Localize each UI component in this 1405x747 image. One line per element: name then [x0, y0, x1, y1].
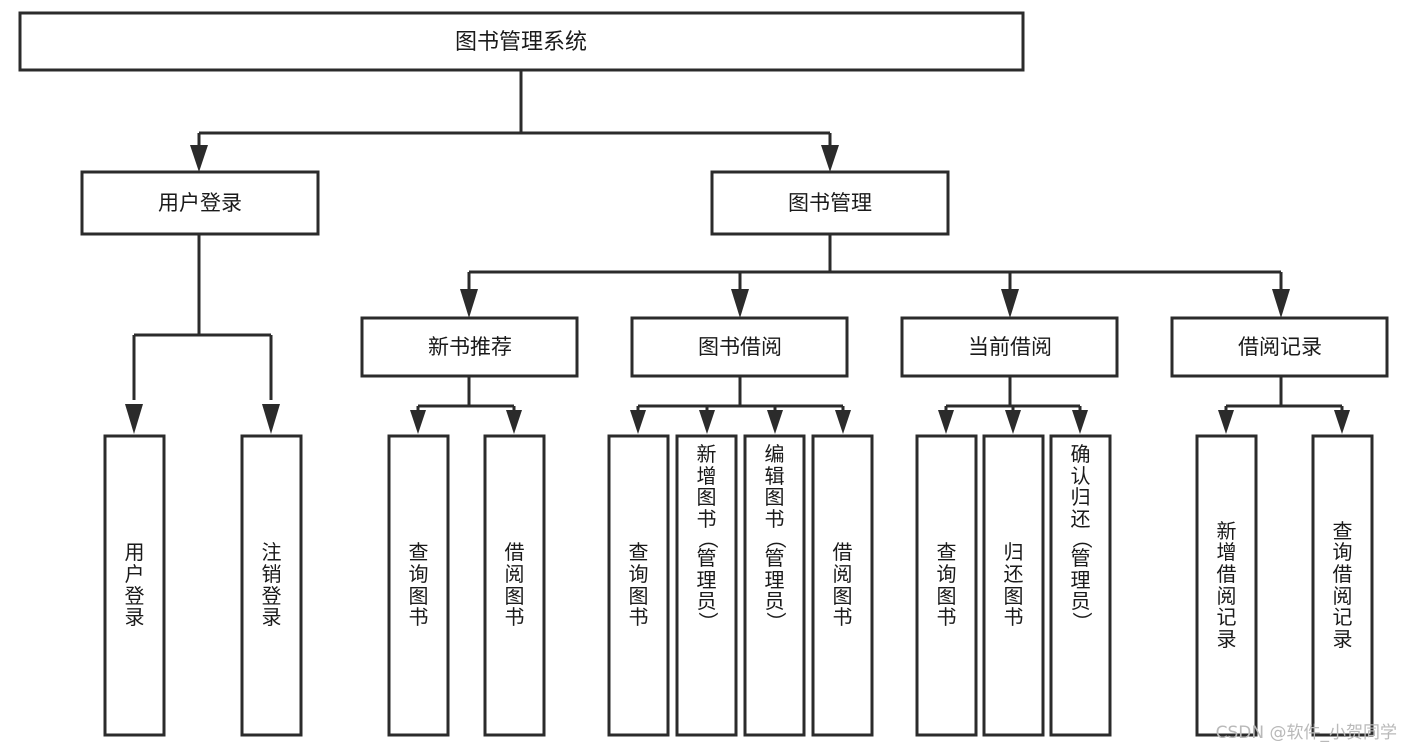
- arrowhead-cb-return: [1005, 410, 1021, 434]
- node-root-box[interactable]: [18, 11, 1025, 72]
- arrowhead-leaf-logout: [262, 404, 280, 434]
- node-current-borrow-box[interactable]: [900, 316, 1119, 378]
- node-book-borrow-label: 图书借阅: [698, 335, 782, 359]
- arrowhead-book-borrow: [731, 289, 749, 318]
- arrowhead-leaf-user-login: [125, 404, 143, 434]
- arrowhead-user-login: [190, 145, 208, 172]
- node-new-book-box[interactable]: [360, 316, 579, 378]
- leaf-box-bb-query[interactable]: [607, 434, 670, 737]
- node-new-book-label: 新书推荐: [428, 335, 512, 359]
- arrowhead-cb-confirm: [1072, 410, 1088, 434]
- leaf-box-logout[interactable]: [240, 434, 303, 737]
- leaf-box-bb-add[interactable]: [675, 434, 738, 737]
- arrowhead-br-add: [1218, 410, 1234, 434]
- node-book-mgmt-box[interactable]: [710, 170, 950, 236]
- node-user-login-label: 用户登录: [158, 191, 242, 215]
- node-layer: 图书管理系统 用户登录 图书管理 新书推荐 图书借阅 当前借阅 借阅记录: [18, 11, 1389, 737]
- connector-layer: [125, 70, 1350, 434]
- node-user-login-box[interactable]: [80, 170, 320, 236]
- leaf-box-user-login[interactable]: [103, 434, 166, 737]
- leaf-box-br-add[interactable]: [1195, 434, 1258, 737]
- arrowhead-bb-edit: [767, 410, 783, 434]
- leaf-box-newbook-borrow[interactable]: [483, 434, 546, 737]
- arrowhead-bb-add: [699, 410, 715, 434]
- arrowhead-cb-query: [938, 410, 954, 434]
- csdn-watermark: CSDN @软件_小贺同学: [1215, 723, 1397, 743]
- leaf-box-cb-query[interactable]: [915, 434, 978, 737]
- arrowhead-br-query: [1334, 410, 1350, 434]
- arrowhead-bb-query: [630, 410, 646, 434]
- arrowhead-newbook-query: [410, 410, 426, 434]
- arrowhead-borrow-records: [1272, 289, 1290, 318]
- leaf-box-bb-borrow[interactable]: [811, 434, 874, 737]
- arrowhead-newbook-borrow: [506, 410, 522, 434]
- leaf-box-bb-edit[interactable]: [743, 434, 806, 737]
- leaf-box-br-query[interactable]: [1311, 434, 1374, 737]
- arrowhead-book-mgmt: [821, 145, 839, 172]
- arrowhead-bb-borrow: [835, 410, 851, 434]
- node-book-borrow-box[interactable]: [630, 316, 849, 378]
- node-book-mgmt-label: 图书管理: [788, 191, 872, 215]
- arrowhead-new-book: [460, 289, 478, 318]
- arrowhead-current-borrow: [1001, 289, 1019, 318]
- node-borrow-records-box[interactable]: [1170, 316, 1389, 378]
- leaf-box-cb-return[interactable]: [982, 434, 1045, 737]
- leaf-box-cb-confirm[interactable]: [1049, 434, 1112, 737]
- leaf-box-newbook-query[interactable]: [387, 434, 450, 737]
- node-borrow-records-label: 借阅记录: [1238, 335, 1322, 359]
- node-current-borrow-label: 当前借阅: [968, 335, 1052, 359]
- node-root-label: 图书管理系统: [455, 30, 587, 55]
